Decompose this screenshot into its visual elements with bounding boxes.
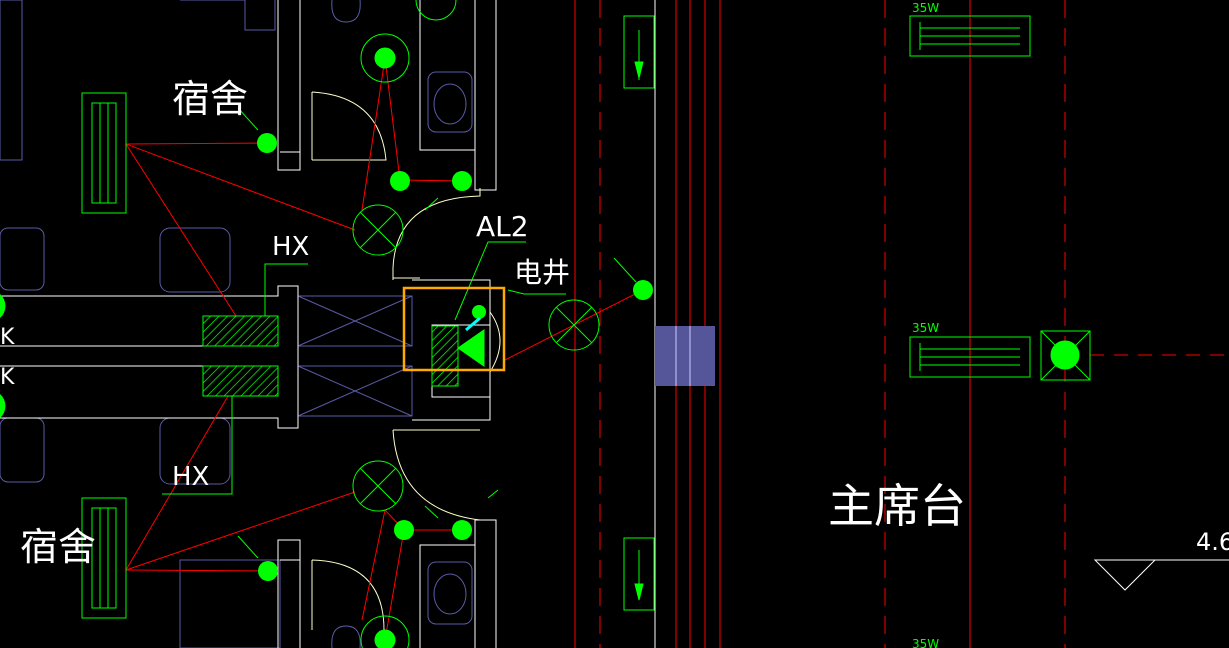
shaft-leader bbox=[507, 289, 566, 295]
label-k-top: K bbox=[0, 325, 15, 350]
door-top-corridor bbox=[392, 188, 481, 280]
hx-leader-bottom bbox=[162, 396, 233, 495]
washbasin-bottom-bowl bbox=[433, 573, 467, 615]
label-power-2: 35W bbox=[912, 321, 939, 335]
label-power-1: 35W bbox=[912, 1, 939, 15]
wire-13 bbox=[361, 509, 386, 621]
wall-corridor bbox=[0, 279, 491, 429]
bed-bottom-left bbox=[179, 559, 281, 648]
toilet-top bbox=[331, 0, 361, 23]
label-dorm-top: 宿舍 bbox=[172, 77, 248, 121]
al2-leader bbox=[454, 241, 526, 321]
label-hx-top: HX bbox=[272, 232, 309, 262]
radiator-bottom bbox=[81, 497, 127, 619]
switch-dot-3 bbox=[452, 171, 472, 191]
label-shaft: 电井 bbox=[514, 256, 570, 289]
label-podium: 主席台 bbox=[828, 479, 966, 533]
cyan-marker bbox=[465, 316, 481, 332]
radiator-bottom-inner bbox=[91, 507, 117, 609]
cross-box-top bbox=[297, 295, 413, 347]
leader-tick-5 bbox=[424, 505, 439, 519]
wire-1 bbox=[125, 142, 266, 145]
stair-arrow-top-box bbox=[623, 15, 655, 89]
wall-bottom-room bbox=[277, 519, 497, 648]
chair-left-3 bbox=[0, 417, 45, 483]
hx-box-bottom bbox=[202, 365, 279, 397]
wire-7 bbox=[384, 57, 401, 181]
leader-tick-1 bbox=[237, 107, 259, 131]
leader-tick-3 bbox=[237, 535, 259, 559]
hx-box-top bbox=[202, 315, 279, 347]
switch-dot-2 bbox=[390, 171, 410, 191]
wall-top-room bbox=[277, 0, 497, 191]
switch-dot-4 bbox=[633, 280, 653, 300]
selection-highlight-box[interactable] bbox=[402, 286, 506, 372]
light-fixture-1 bbox=[360, 33, 410, 83]
cross-box-bottom bbox=[297, 365, 413, 417]
light-fixture-top-edge bbox=[415, 0, 457, 21]
switch-dot-5 bbox=[394, 520, 414, 540]
wire-6 bbox=[125, 395, 229, 571]
leader-tick-6 bbox=[487, 489, 499, 499]
wire-5 bbox=[125, 491, 356, 571]
wire-2 bbox=[125, 143, 356, 231]
label-elevation: 4.65 bbox=[1196, 528, 1229, 556]
chair-left-2 bbox=[159, 227, 231, 293]
half-dot-left-2 bbox=[0, 394, 6, 418]
radiator-top bbox=[81, 92, 127, 214]
label-al2: AL2 bbox=[476, 210, 529, 243]
elevation-marker bbox=[1093, 559, 1229, 591]
door-bottom-corridor bbox=[392, 429, 481, 521]
distribution-box-al2 bbox=[431, 325, 459, 387]
switch-dot-7 bbox=[258, 561, 278, 581]
bed-top-left bbox=[180, 0, 276, 31]
label-dorm-bottom: 宿舍 bbox=[20, 525, 96, 569]
washbasin-bottom bbox=[427, 561, 473, 625]
leader-tick-4 bbox=[424, 197, 439, 211]
switch-dot-6 bbox=[452, 520, 472, 540]
light-fixture-4 bbox=[548, 299, 600, 351]
toilet-bottom bbox=[331, 625, 361, 648]
hx-leader-top bbox=[264, 263, 308, 316]
fluorescent-lamp-2 bbox=[909, 336, 1031, 378]
wire-8 bbox=[361, 57, 386, 211]
light-fixture-3 bbox=[352, 460, 404, 512]
label-power-3: 35W bbox=[912, 637, 939, 648]
washbasin-top-bowl bbox=[433, 83, 467, 125]
door-top-room bbox=[311, 91, 387, 161]
distribution-dot bbox=[472, 305, 486, 319]
label-k-bottom: K bbox=[0, 365, 15, 390]
door-panel bbox=[489, 311, 501, 373]
column-block bbox=[655, 326, 715, 386]
chair-left-1 bbox=[0, 227, 45, 291]
grid-lines-layer bbox=[574, 0, 1229, 648]
washbasin-top bbox=[427, 71, 473, 133]
label-hx-bottom: HX bbox=[172, 462, 209, 492]
wire-9 bbox=[399, 179, 463, 182]
light-fixture-5 bbox=[360, 615, 410, 648]
fixtures-layer bbox=[0, 0, 1091, 648]
wire-12 bbox=[384, 529, 405, 641]
leader-tick-2 bbox=[613, 257, 637, 283]
light-fixture-2 bbox=[352, 204, 404, 256]
radiator-top-inner bbox=[91, 102, 117, 204]
stair-arrow-top-head bbox=[634, 61, 644, 79]
half-dot-left-1 bbox=[0, 294, 6, 318]
junction-box-right bbox=[1040, 330, 1091, 381]
wire-4 bbox=[125, 569, 269, 572]
stair-arrow-bottom-box bbox=[623, 537, 655, 611]
fluorescent-lamp-1 bbox=[909, 15, 1031, 57]
wire-3 bbox=[125, 143, 237, 317]
cabinet-top-left bbox=[0, 0, 23, 161]
stair-arrow-bottom-head bbox=[634, 583, 644, 601]
distribution-triangle bbox=[457, 329, 485, 367]
switch-dot-1 bbox=[257, 133, 277, 153]
doors-layer bbox=[311, 91, 501, 631]
